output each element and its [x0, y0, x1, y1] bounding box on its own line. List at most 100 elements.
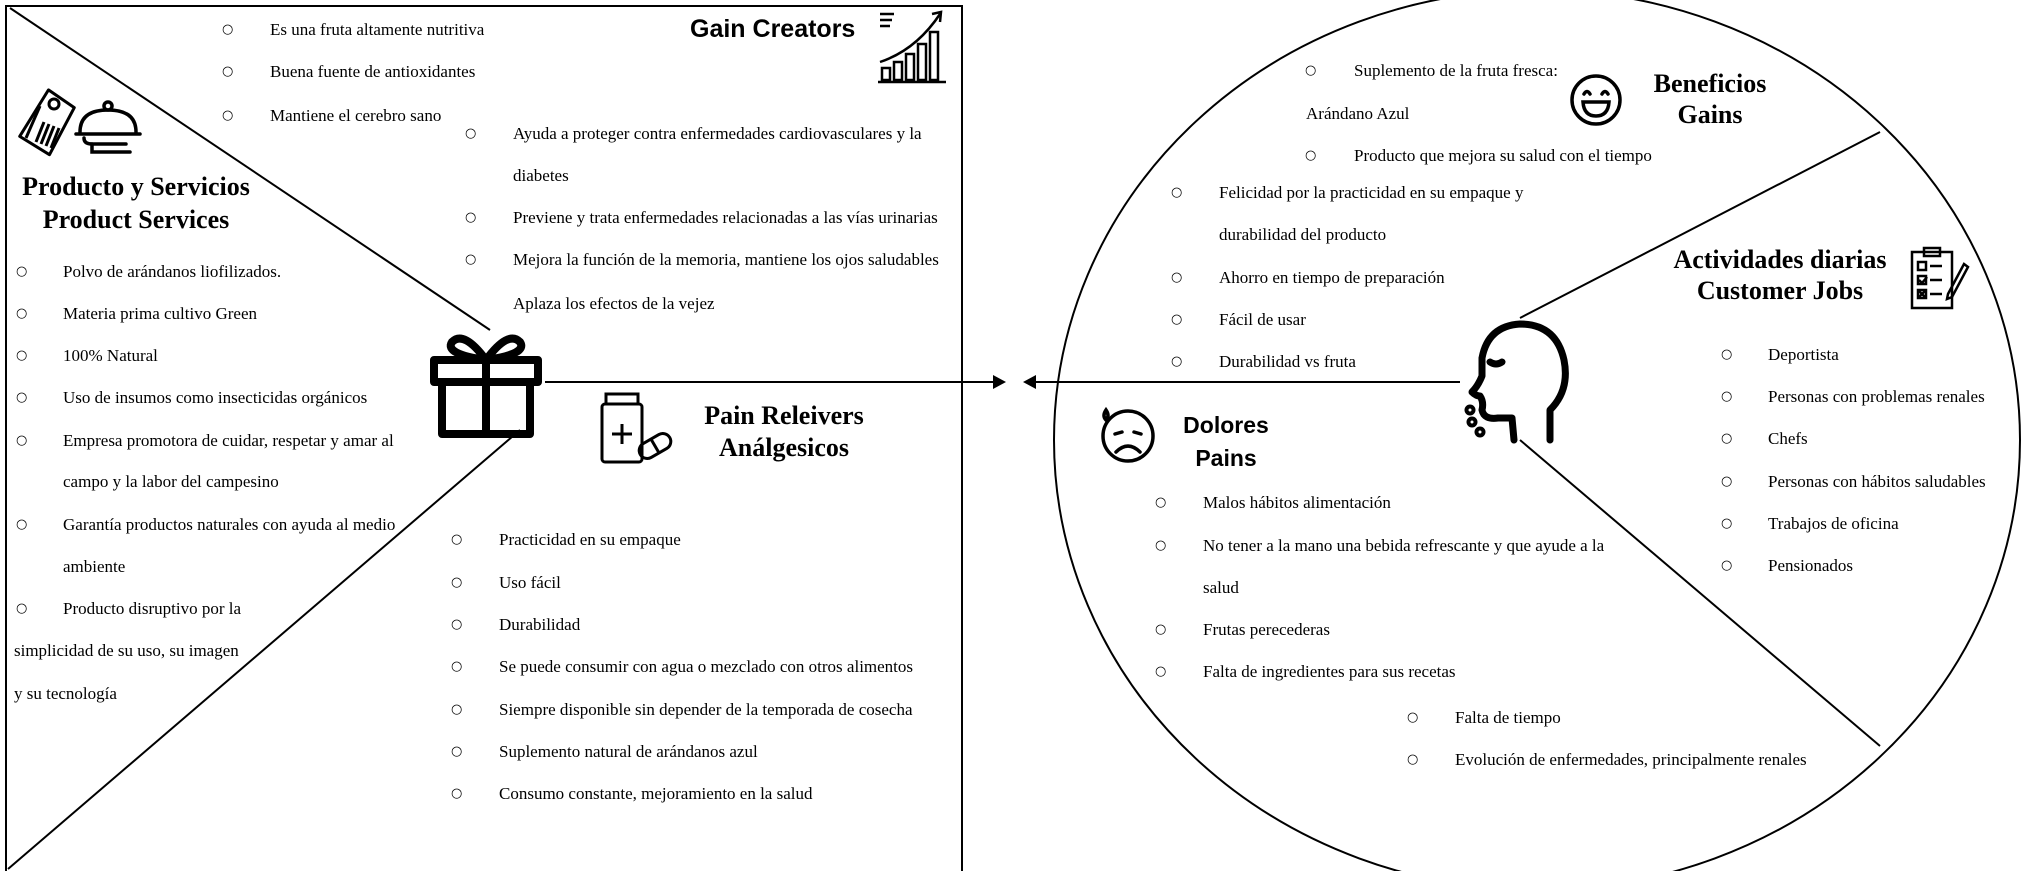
customer-upper-diagonal	[1519, 131, 1881, 319]
list-bullet: ○	[1171, 185, 1183, 200]
list-item: Ahorro en tiempo de preparación	[1219, 268, 1445, 287]
list-bullet: ○	[1155, 622, 1167, 637]
list-bullet: ○	[1305, 148, 1317, 163]
list-bullet: ○	[1171, 312, 1183, 327]
list-item-continuation: diabetes	[513, 166, 569, 185]
list-bullet: ○	[1721, 474, 1733, 489]
list-item: 100% Natural	[63, 346, 158, 365]
list-item: Consumo constante, mejoramiento en la sa…	[499, 784, 813, 803]
list-bullet: ○	[465, 210, 477, 225]
customer-head-icon	[1464, 320, 1569, 444]
list-item: Producto que mejora su salud con el tiem…	[1354, 146, 1652, 165]
gift-icon	[430, 334, 542, 438]
customer-jobs-title-line2: Customer Jobs	[1696, 276, 1864, 305]
list-item: Se puede consumir con agua o mezclado co…	[499, 657, 914, 676]
list-item: Practicidad en su empaque	[499, 530, 681, 549]
list-bullet: ○	[1721, 431, 1733, 446]
list-bullet: ○	[465, 126, 477, 141]
list-item: Uso de insumos como insecticidas orgánic…	[63, 388, 368, 407]
customer-lower-diagonal	[1519, 439, 1881, 747]
list-item: Empresa promotora de cuidar, respetar y …	[63, 431, 394, 450]
list-bullet: ○	[16, 601, 28, 616]
list-item: Mantiene el cerebro sano	[270, 106, 442, 125]
list-bullet: ○	[16, 433, 28, 448]
pains-title-line1: Dolores	[1183, 412, 1269, 438]
list-item: Fácil de usar	[1219, 310, 1306, 329]
list-item: Es una fruta altamente nutritiva	[270, 20, 485, 39]
medicine-icon	[600, 392, 673, 464]
list-bullet: ○	[1721, 347, 1733, 362]
list-item: Durabilidad vs fruta	[1219, 352, 1356, 371]
list-item: Frutas perecederas	[1203, 620, 1330, 639]
list-item: Ayuda a proteger contra enfermedades car…	[513, 124, 922, 143]
list-item: Durabilidad	[499, 615, 581, 634]
gains-title-line2: Gains	[1677, 100, 1743, 129]
arrow-left-head	[1023, 375, 1036, 389]
value-map-upper-diagonal	[9, 7, 491, 331]
list-bullet: ○	[222, 64, 234, 79]
list-bullet: ○	[222, 22, 234, 37]
customer-profile-circle	[1053, 0, 2021, 871]
arrow-right-head	[993, 375, 1006, 389]
grinning-face-icon	[1570, 74, 1622, 126]
list-bullet: ○	[1721, 516, 1733, 531]
list-item-continuation: ambiente	[63, 557, 126, 576]
pains-title-line2: Pains	[1195, 445, 1257, 471]
list-item-continuation: y su tecnología	[14, 684, 117, 703]
list-bullet: ○	[16, 264, 28, 279]
list-bullet: ○	[16, 348, 28, 363]
growth-chart-icon	[878, 10, 946, 84]
list-item: Felicidad por la practicidad en su empaq…	[1219, 183, 1524, 202]
list-bullet: ○	[16, 306, 28, 321]
list-bullet: ○	[451, 744, 463, 759]
pain-relievers-title-line1: Pain Releivers	[704, 401, 864, 430]
list-item: Garantía productos naturales con ayuda a…	[63, 515, 396, 534]
products-services-title-line2: Product Services	[42, 205, 230, 234]
list-item: Trabajos de oficina	[1768, 514, 1899, 533]
list-item: Evolución de enfermedades, principalment…	[1455, 750, 1807, 769]
list-item: Polvo de arándanos liofilizados.	[63, 262, 282, 281]
list-item: Siempre disponible sin depender de la te…	[499, 700, 913, 719]
list-item: Suplemento de la fruta fresca:	[1354, 61, 1558, 80]
list-bullet: ○	[1155, 538, 1167, 553]
list-bullet: ○	[1155, 664, 1167, 679]
list-bullet: ○	[1171, 354, 1183, 369]
list-item: Falta de ingredientes para sus recetas	[1203, 662, 1456, 681]
list-bullet: ○	[16, 517, 28, 532]
list-item: Malos hábitos alimentación	[1203, 493, 1391, 512]
customer-jobs-title-line1: Actividades diarias	[1673, 245, 1887, 274]
list-item-continuation: salud	[1203, 578, 1239, 597]
list-item: Mejora la función de la memoria, mantien…	[513, 250, 939, 269]
list-item-continuation: durabilidad del producto	[1219, 225, 1387, 244]
list-bullet: ○	[451, 659, 463, 674]
list-bullet: ○	[451, 786, 463, 801]
products-services-title-line1: Producto y Servicios	[22, 172, 250, 201]
list-item: Personas con problemas renales	[1768, 387, 1985, 406]
list-item: No tener a la mano una bebida refrescant…	[1203, 536, 1605, 555]
list-item: Chefs	[1768, 429, 1808, 448]
value-map-frame	[5, 5, 963, 871]
list-item: Aplaza los efectos de la vejez	[513, 294, 715, 313]
list-item: Suplemento natural de arándanos azul	[499, 742, 758, 761]
list-bullet: ○	[16, 390, 28, 405]
list-bullet: ○	[451, 532, 463, 547]
list-item-continuation: simplicidad de su uso, su imagen	[14, 641, 239, 660]
list-bullet: ○	[1305, 63, 1317, 78]
list-bullet: ○	[451, 617, 463, 632]
list-bullet: ○	[1155, 495, 1167, 510]
list-bullet: ○	[1721, 558, 1733, 573]
sad-face-icon	[1101, 406, 1155, 463]
price-tag-icon	[18, 88, 76, 157]
list-bullet: ○	[1171, 270, 1183, 285]
list-bullet: ○	[451, 702, 463, 717]
list-bullet: ○	[451, 575, 463, 590]
list-bullet: ○	[1407, 710, 1419, 725]
list-bullet: ○	[465, 252, 477, 267]
list-item: Previene y trata enfermedades relacionad…	[513, 208, 938, 227]
list-bullet: ○	[1407, 752, 1419, 767]
list-bullet: ○	[222, 108, 234, 123]
list-item-continuation: Arándano Azul	[1306, 104, 1410, 123]
list-item-continuation: campo y la labor del campesino	[63, 472, 279, 491]
